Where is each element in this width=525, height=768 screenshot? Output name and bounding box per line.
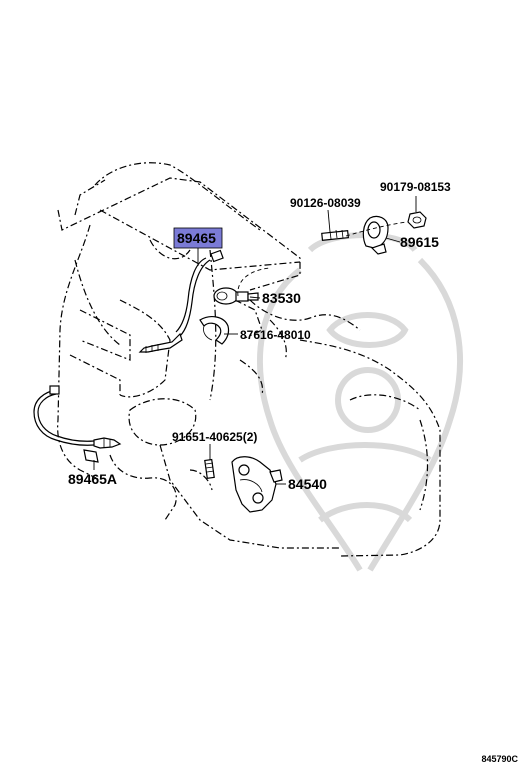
diagram-code: 845790C — [481, 754, 518, 764]
label-90126[interactable]: 90126-08039 — [290, 196, 361, 210]
bolt-91651[interactable] — [204, 458, 215, 480]
wire-clamp-87616[interactable] — [199, 316, 230, 345]
label-91651-number: 91651-40625 — [172, 430, 243, 444]
oxygen-sensor-89465A[interactable] — [33, 385, 122, 463]
watermark-emblem — [257, 232, 463, 572]
engine-outline — [57, 162, 441, 557]
crank-position-sensor-84540[interactable] — [231, 456, 283, 513]
highlight-box-89465 — [173, 227, 223, 249]
label-91651-qty: (2) — [243, 430, 258, 444]
leader-lines — [93, 196, 417, 485]
label-87616[interactable]: 87616-48010 — [240, 328, 311, 342]
label-90179[interactable]: 90179-08153 — [380, 180, 451, 194]
label-89465A[interactable]: 89465A — [68, 471, 117, 487]
label-89465[interactable]: 89465 — [177, 230, 216, 246]
knock-sensor-89615[interactable] — [362, 215, 389, 255]
label-84540[interactable]: 84540 — [288, 476, 327, 492]
oxygen-sensor-89465[interactable] — [138, 249, 224, 353]
stud-bolt-90126[interactable] — [321, 229, 350, 241]
label-89615[interactable]: 89615 — [400, 234, 439, 250]
label-83530[interactable]: 83530 — [262, 290, 301, 306]
nut-90179[interactable] — [407, 211, 427, 229]
label-91651[interactable]: 91651-40625(2) — [172, 430, 257, 444]
